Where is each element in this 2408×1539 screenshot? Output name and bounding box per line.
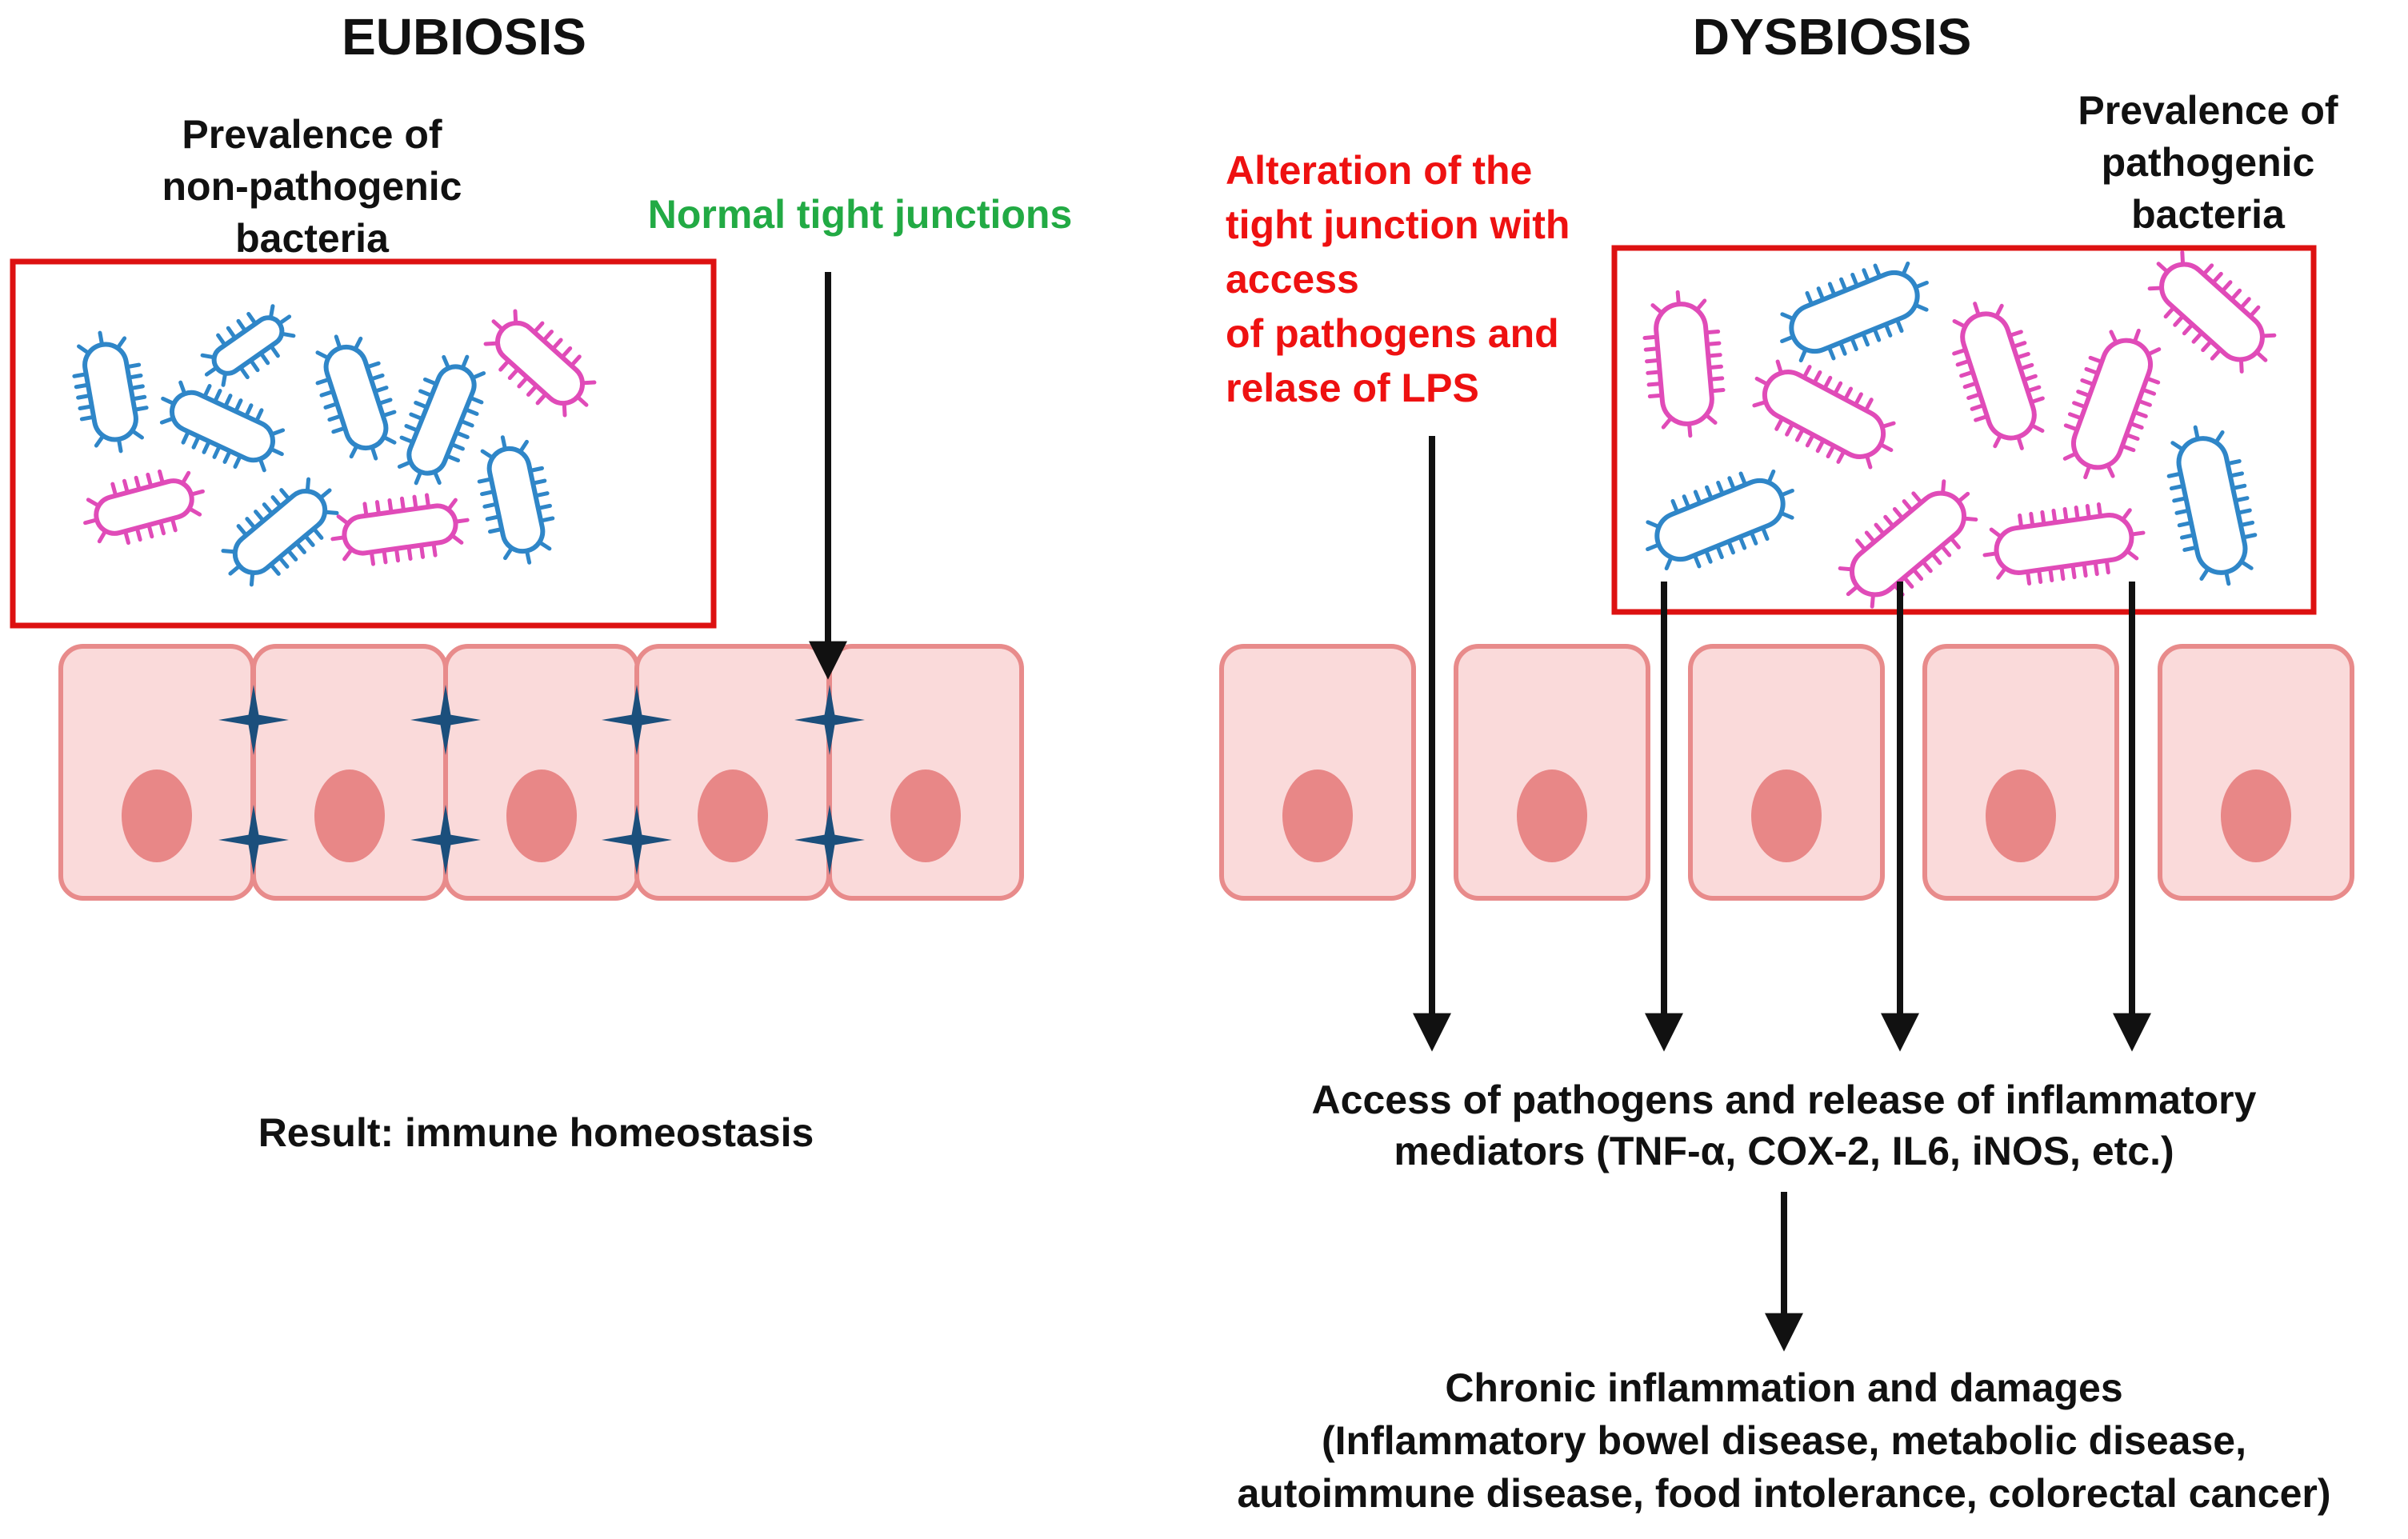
cell-nucleus (122, 770, 192, 862)
cell-nucleus (2221, 770, 2291, 862)
epithelial-cell (1922, 644, 2119, 901)
epithelial-cell (2158, 644, 2354, 901)
dysbiosis-epithelium (1219, 644, 2354, 901)
pathogenic-bacterium (330, 493, 470, 566)
final-line1: Chronic inflammation and damages (1445, 1365, 2122, 1410)
cell-nucleus (890, 770, 961, 862)
tight-junction (410, 685, 481, 755)
epithelial-cell (251, 644, 448, 901)
epithelial-cell (1454, 644, 1650, 901)
final-line2: (Inflammatory bowel disease, metabolic d… (1322, 1418, 2246, 1463)
commensal-bacterium (1646, 469, 1794, 571)
cell-nucleus (1282, 770, 1353, 862)
commensal-bacterium (397, 354, 486, 486)
cell-nucleus (1751, 770, 1822, 862)
dysbiosis-title: DYSBIOSIS (1693, 8, 1972, 66)
dysbiosis-bacteria-label-line2: pathogenic (2102, 140, 2315, 185)
final-line3: autoimmune disease, food intolerance, co… (1237, 1471, 2330, 1516)
pathogenic-bacterium (483, 309, 597, 418)
alteration-label-line3: access (1226, 257, 1359, 302)
alteration-label-line1: Alteration of the (1226, 148, 1532, 193)
epithelial-cell (634, 644, 831, 901)
pathogenic-bacterium (1838, 479, 1978, 609)
tight-junction (218, 685, 289, 755)
eubiosis-title: EUBIOSIS (342, 8, 586, 66)
eubiosis-result: Result: immune homeostasis (258, 1110, 814, 1155)
pathogenic-bacterium (83, 469, 205, 546)
alteration-label-line2: tight junction with (1226, 202, 1570, 247)
outcome-line2: mediators (TNF-α, COX-2, IL6, iNOS, etc.… (1394, 1129, 2174, 1173)
commensal-bacterium (477, 435, 555, 565)
pathogenic-bacterium (2062, 328, 2162, 480)
cell-nucleus (314, 770, 385, 862)
epithelial-cell (1688, 644, 1885, 901)
epithelial-cell (58, 644, 255, 901)
alteration-label-line5: relase of LPS (1226, 366, 1479, 410)
normal-tight-junctions-label: Normal tight junctions (648, 192, 1073, 237)
cell-nucleus (1986, 770, 2056, 862)
pathogenic-bacterium (2147, 250, 2277, 374)
tight-junction (794, 685, 865, 755)
commensal-bacterium (159, 380, 286, 473)
tight-junction (794, 805, 865, 875)
commensal-bacterium (315, 334, 397, 461)
commensal-bacterium (2166, 425, 2258, 586)
alteration-label-line4: of pathogens and (1226, 311, 1559, 356)
commensal-bacterium (221, 477, 339, 587)
pathogenic-bacterium (1952, 302, 2045, 450)
commensal-bacterium (200, 304, 296, 387)
cell-nucleus (698, 770, 768, 862)
eubiosis-bacteria-label-line1: Prevalence of (182, 112, 442, 157)
cell-nucleus (506, 770, 577, 862)
tight-junction (410, 805, 481, 875)
dysbiosis-bacteria-frame (1611, 245, 2317, 615)
tight-junction (602, 685, 672, 755)
commensal-bacterium (1780, 261, 1929, 363)
eubiosis-epithelium (58, 644, 1024, 901)
dysbiosis-bacteria-label-line3: bacteria (2131, 192, 2286, 237)
cell-nucleus (1517, 770, 1587, 862)
dysbiosis-bacteria-group (1642, 250, 2277, 609)
eubiosis-bacteria-label-line3: bacteria (235, 216, 390, 261)
tight-junction (602, 805, 672, 875)
eubiosis-bacteria-group (72, 304, 597, 587)
commensal-bacterium (72, 330, 149, 454)
tight-junction (218, 805, 289, 875)
pathogenic-bacterium (1982, 502, 2146, 586)
epithelial-cell (443, 644, 640, 901)
epithelial-cell (827, 644, 1024, 901)
eubiosis-bacteria-label-line2: non-pathogenic (162, 164, 462, 209)
dysbiosis-bacteria-label-line1: Prevalence of (2078, 88, 2338, 133)
epithelial-cell (1219, 644, 1416, 901)
pathogenic-bacterium (1642, 290, 1726, 438)
pathogenic-bacterium (1752, 359, 1896, 470)
outcome-line1: Access of pathogens and release of infla… (1312, 1077, 2257, 1122)
eubiosis-bacteria-frame (10, 258, 717, 629)
